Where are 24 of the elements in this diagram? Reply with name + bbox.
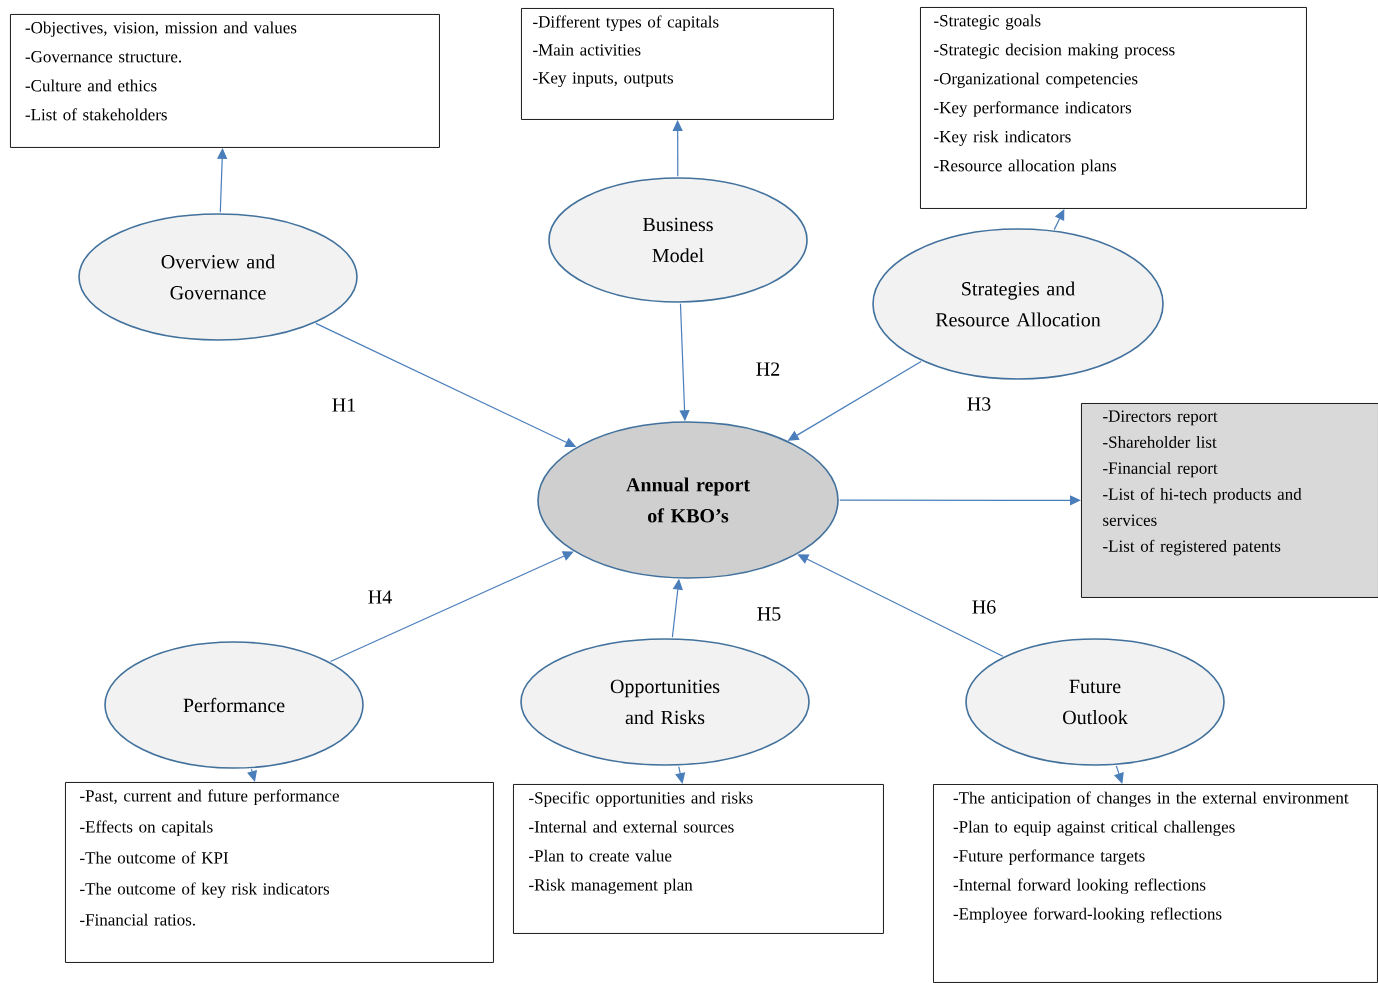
arrow: [247, 768, 258, 782]
text-box: -Specific opportunities and risks -Internal and external sources -Plan to create value -Risk management plan: [513, 784, 884, 934]
ellipse-node: Strategies and Resource Allocation: [872, 228, 1164, 380]
ellipse-node: Performance: [104, 641, 364, 769]
edge-label: H4: [368, 590, 392, 604]
edge-label: H1: [332, 398, 355, 412]
text-box: -Different types of capitals -Main activities -Key inputs, outputs: [521, 8, 834, 120]
text-box: -The anticipation of changes in the external environment -Plan to equip against critical challenges -Future performance targets -Internal forward looking reflections -Employee forward-looking reflections: [933, 784, 1378, 983]
ellipse-node: Business Model: [548, 177, 808, 303]
ellipse-node: Overview and Governance: [78, 213, 358, 341]
ellipse-node: Annual report of KBO’s: [537, 421, 839, 579]
edge-label: H3: [967, 397, 991, 411]
edge-label: H5: [757, 607, 781, 621]
text-box: -Strategic goals -Strategic decision making process -Organizational competencies -Key performance indicators -Key risk indicators -Resource allocation plans: [920, 7, 1307, 209]
text-box: -Directors report -Shareholder list -Financial report -List of hi-tech products and services -List of registered patents: [1081, 403, 1378, 598]
ellipse-node: Future Outlook: [965, 638, 1225, 766]
text-box: -Objectives, vision, mission and values -Governance structure. -Culture and ethics -List of stakeholders: [10, 14, 440, 148]
text-box: -Past, current and future performance -Effects on capitals -The outcome of KPI -The outcome of key risk indicators -Financial ratios.: [65, 782, 494, 963]
arrow: [329, 551, 574, 663]
edge-label: H6: [972, 600, 996, 614]
arrow: [839, 495, 1081, 506]
arrow: [675, 765, 686, 784]
edge-label: H2: [756, 362, 780, 376]
ellipse-node: Opportunities and Risks: [520, 638, 810, 766]
